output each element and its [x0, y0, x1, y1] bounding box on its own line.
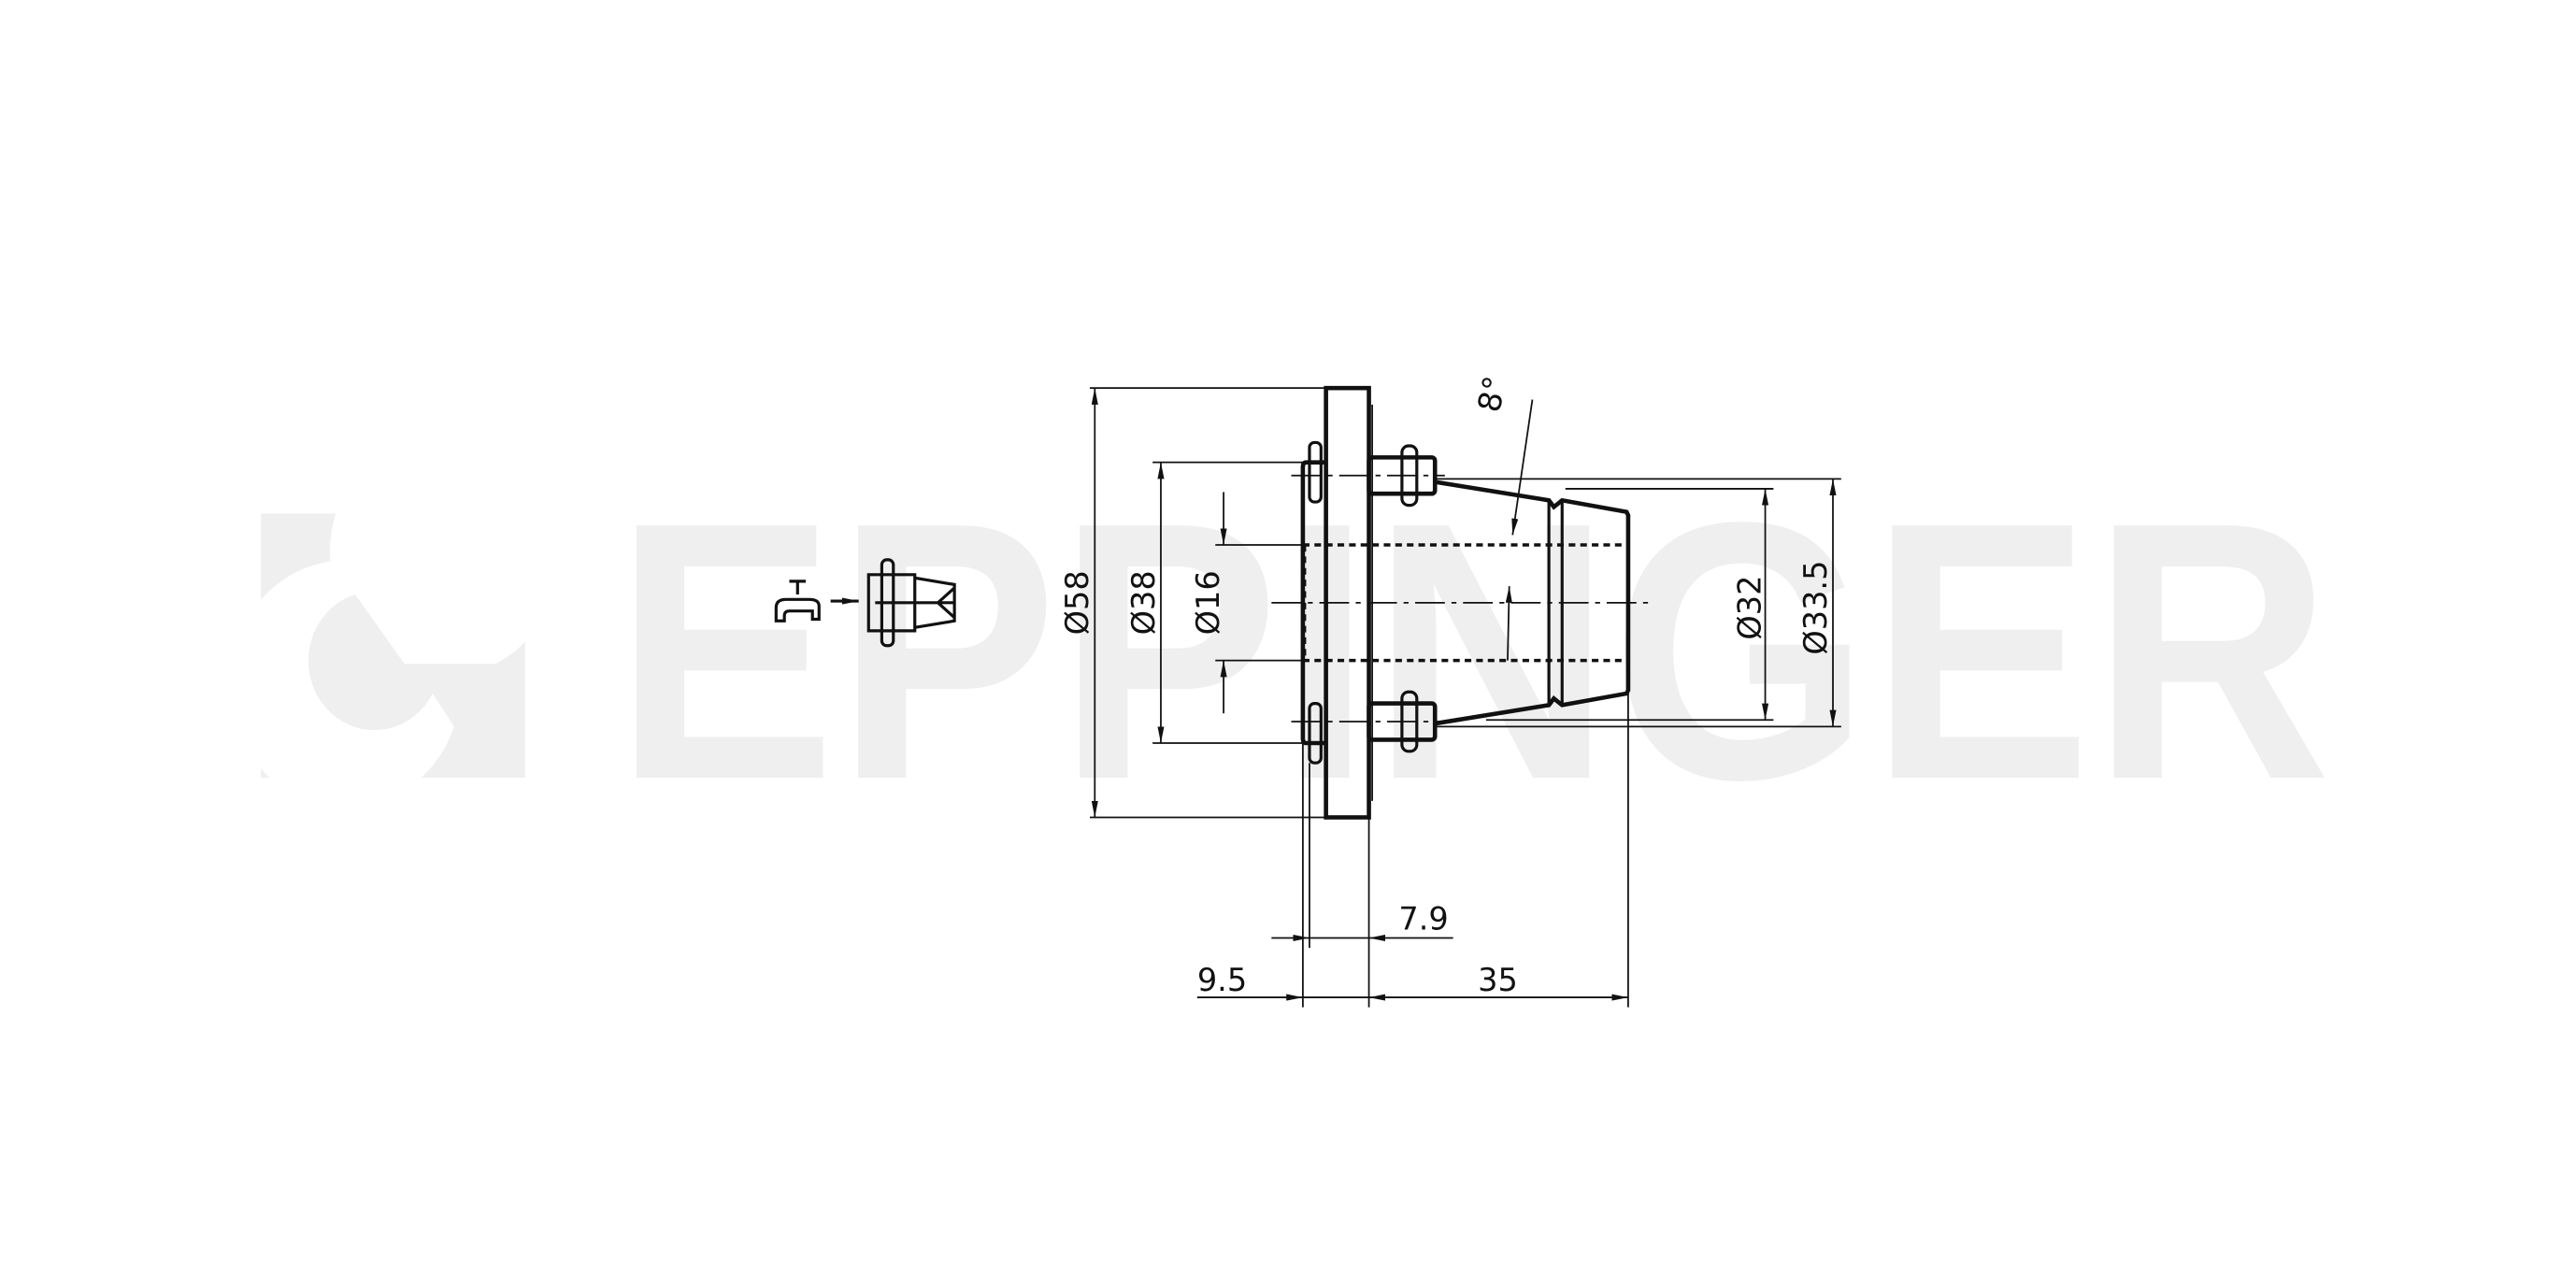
- watermark: EPPINGER: [229, 428, 2332, 856]
- watermark-logo-e: [229, 428, 562, 809]
- dim-length-7-9: 7.9: [1398, 901, 1448, 937]
- dim-angle-8: 8°: [1470, 373, 1513, 415]
- dim-diameter-32: Ø32: [1731, 576, 1767, 640]
- dim-diameter-33-5: Ø33.5: [1797, 561, 1834, 655]
- dim-diameter-16: Ø16: [1190, 570, 1226, 635]
- extension-lines: [1090, 387, 1841, 1008]
- dim-diameter-38: Ø38: [1125, 570, 1162, 635]
- dimension-lines: [1091, 388, 1837, 1001]
- dim-diameter-58: Ø58: [1059, 570, 1095, 635]
- watermark-text: EPPINGER: [614, 447, 2331, 856]
- dim-length-35: 35: [1478, 962, 1518, 998]
- faucet-icon: [774, 580, 859, 623]
- dim-length-9-5: 9.5: [1197, 962, 1247, 998]
- collet-holder-icon: [866, 558, 956, 648]
- part-outline: [1271, 385, 1652, 820]
